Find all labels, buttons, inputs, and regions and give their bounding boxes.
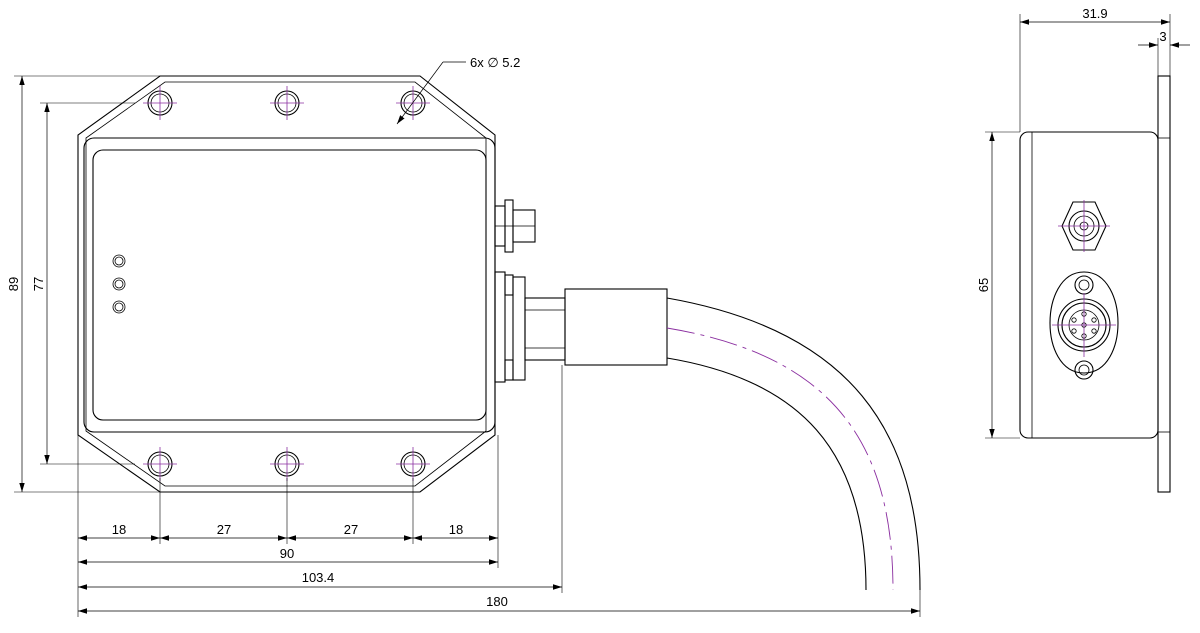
mounting-hole xyxy=(270,447,304,481)
antenna-connector xyxy=(494,199,536,253)
front-view xyxy=(77,75,921,591)
side-view xyxy=(1019,75,1171,493)
dim-width-to-connector: 103.4 xyxy=(302,570,335,585)
mounting-hole xyxy=(270,86,304,120)
dim-body-width: 90 xyxy=(280,546,294,561)
housing-outer xyxy=(83,137,496,433)
side-antenna-connector xyxy=(1058,200,1110,252)
mounting-hole xyxy=(143,447,177,481)
dimensions-front: 89 77 6x ∅ 5.2 18 27 27 18 90 103.4 xyxy=(6,55,921,617)
dim-edge-to-hole-right: 18 xyxy=(449,522,463,537)
cable-connector xyxy=(494,271,668,383)
dim-hole-pitch-2: 27 xyxy=(344,522,358,537)
dim-side-depth: 31.9 xyxy=(1082,6,1107,21)
mounting-hole xyxy=(396,447,430,481)
housing-inner xyxy=(92,149,487,421)
dimensions-side: 31.9 3 65 xyxy=(976,6,1190,439)
mounting-plate-outline xyxy=(77,75,496,493)
dim-overall-height: 89 xyxy=(6,277,21,291)
side-flange xyxy=(1157,75,1171,493)
led-3 xyxy=(112,300,126,314)
dim-side-height: 65 xyxy=(976,278,991,292)
hole-callout: 6x ∅ 5.2 xyxy=(470,55,520,70)
led-1 xyxy=(112,254,126,268)
side-cable-connector xyxy=(1049,271,1119,380)
mounting-plate-inner xyxy=(85,81,487,487)
led-2 xyxy=(112,277,126,291)
dim-edge-to-hole-left: 18 xyxy=(112,522,126,537)
cable xyxy=(666,297,921,591)
dim-hole-pitch-1: 27 xyxy=(217,522,231,537)
dim-overall-length: 180 xyxy=(486,594,508,609)
status-leds xyxy=(112,254,126,314)
dim-flange-thickness: 3 xyxy=(1159,29,1166,44)
mounting-hole xyxy=(143,86,177,120)
dim-hole-spacing-vertical: 77 xyxy=(31,277,46,291)
mounting-holes xyxy=(143,86,430,481)
